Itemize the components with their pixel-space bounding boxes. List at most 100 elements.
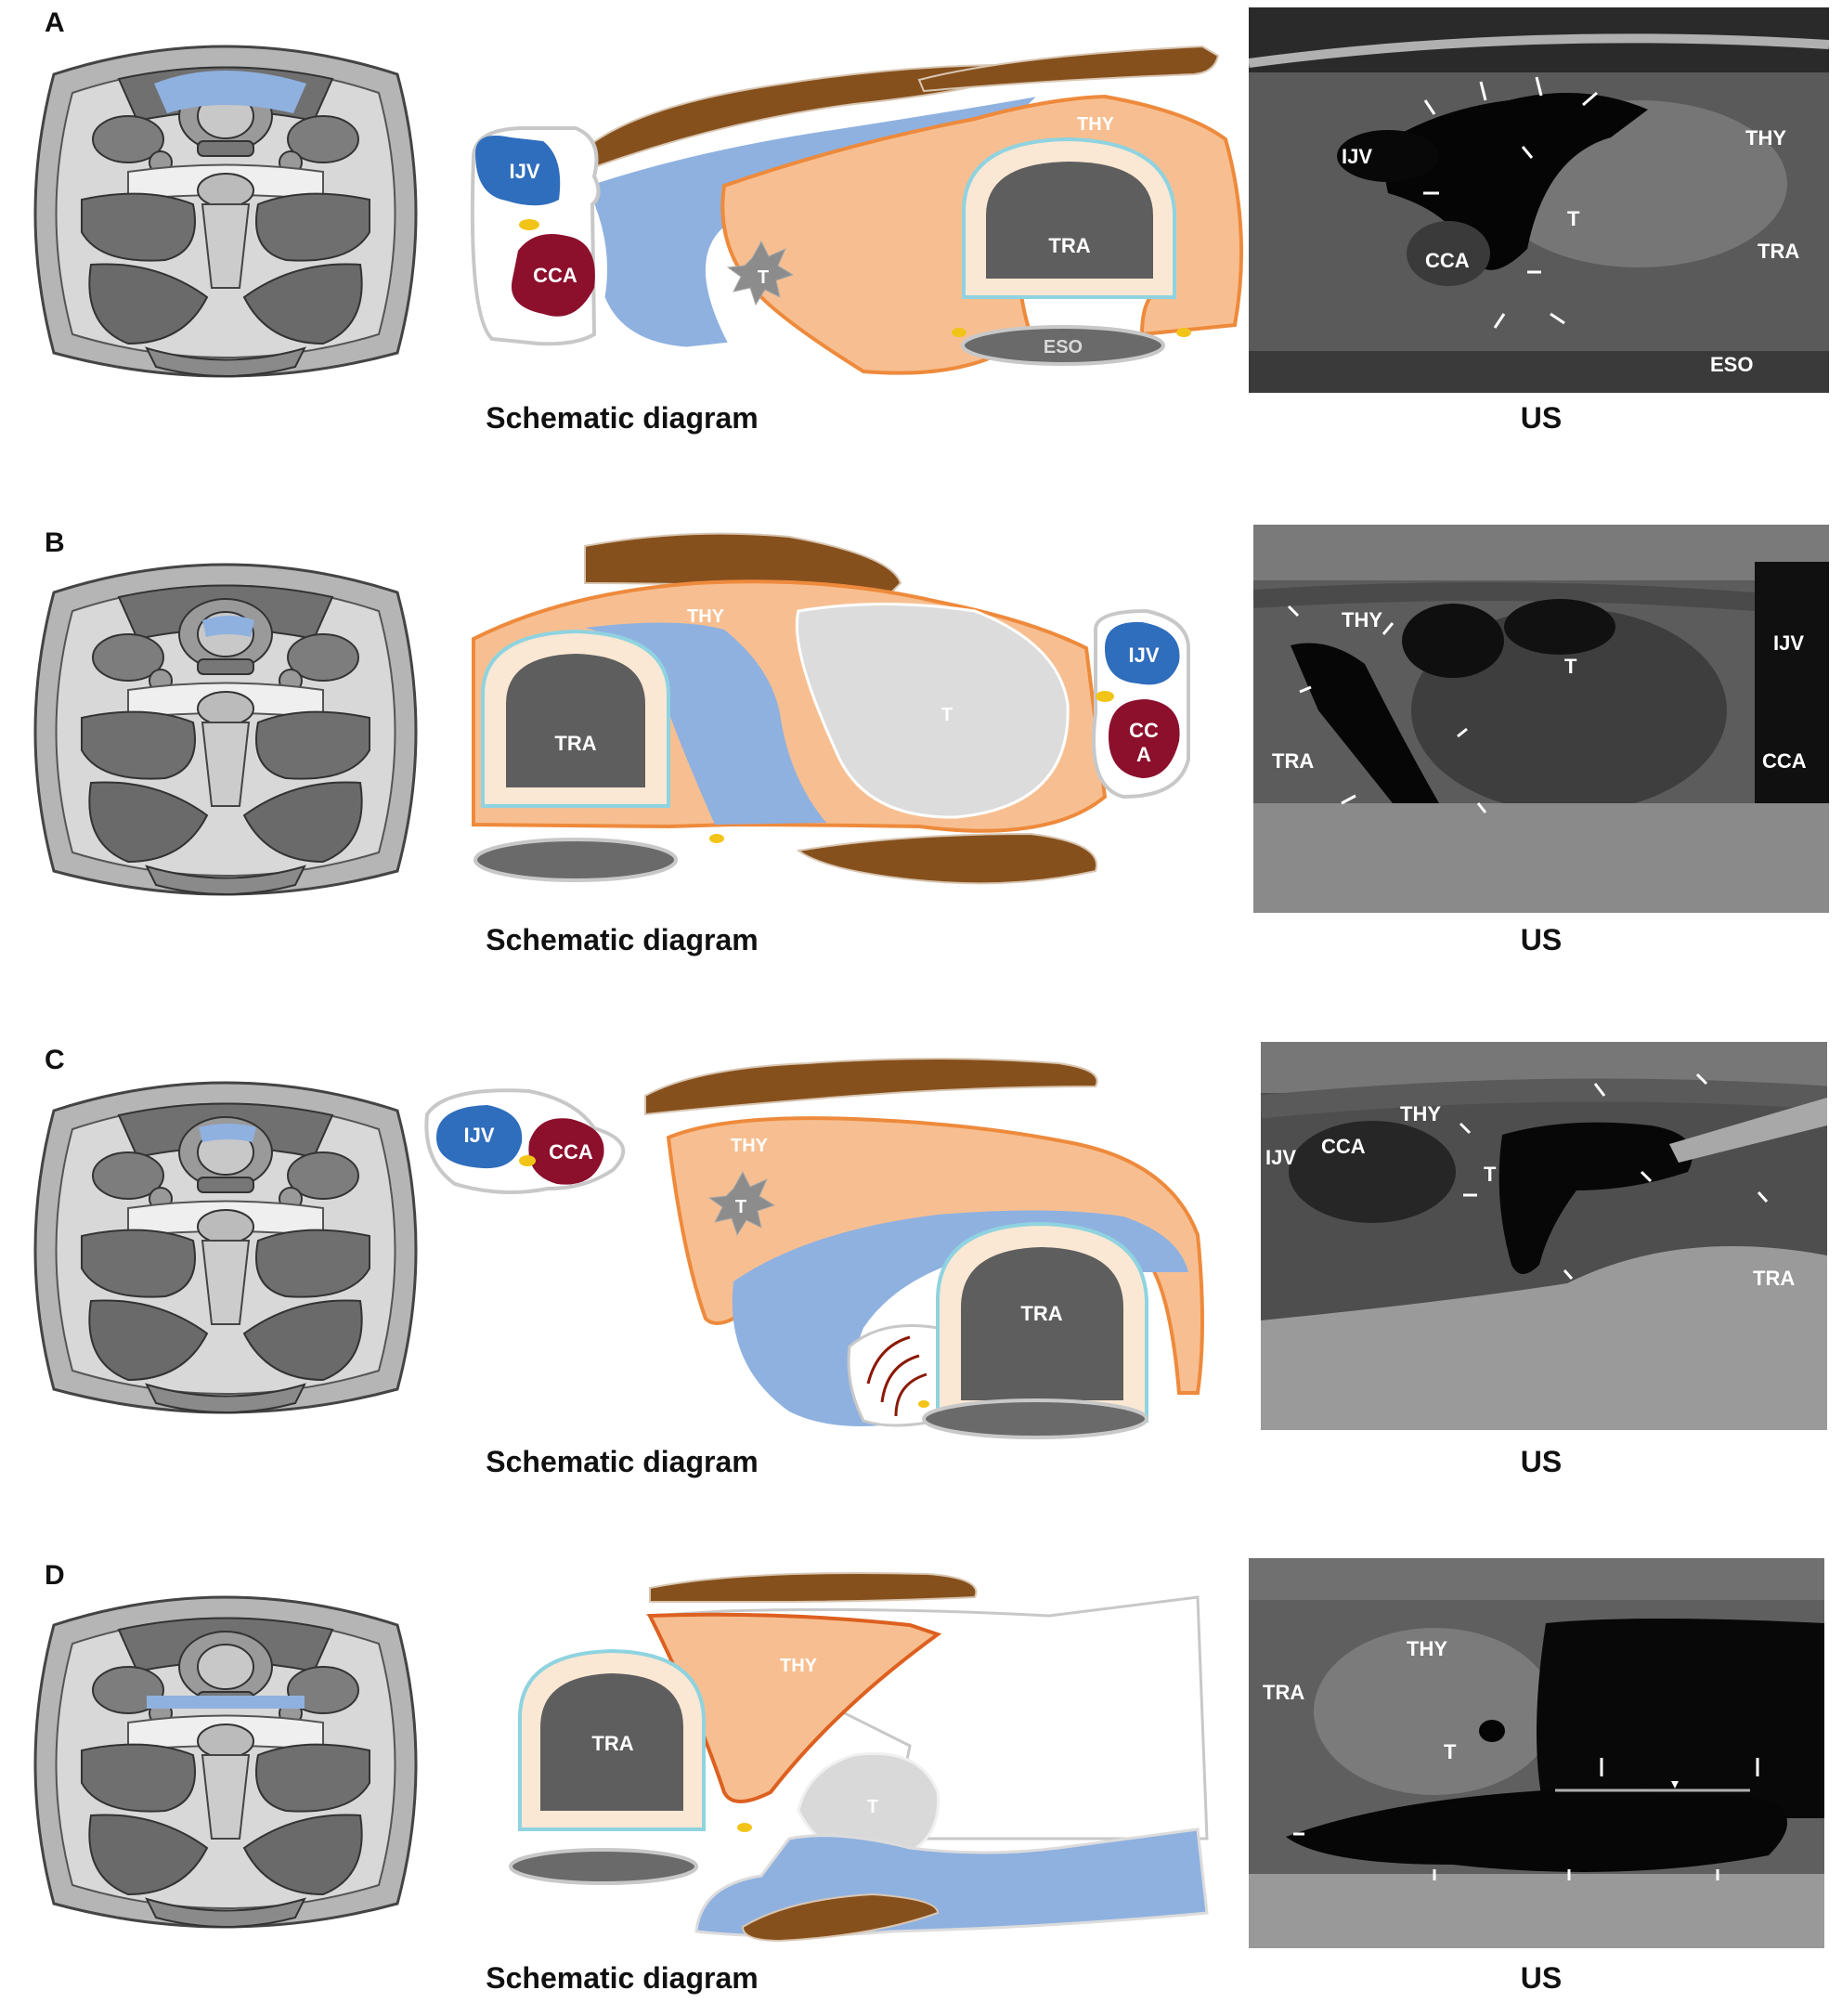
tumor-star-c: [707, 1170, 776, 1237]
muscle-fibers-c: [866, 1335, 927, 1417]
vagus-nerve-c: [519, 1155, 536, 1166]
thyroid-lobe-c: [666, 1116, 1204, 1395]
caption-us-d: US: [1520, 1961, 1563, 1995]
us-fluid-lower-d: [1286, 1790, 1787, 1872]
us-fluid-upper-d: [1537, 1619, 1824, 1818]
caption-us-a: US: [1520, 401, 1563, 435]
label-eso-a: ESO: [1044, 337, 1083, 358]
us-label-thy-b: THY: [1342, 608, 1382, 631]
nerve-dot-c: [918, 1400, 929, 1408]
highlight-region-b: [202, 616, 254, 637]
highlight-region-d: [147, 1696, 305, 1709]
esophagus-b: [473, 838, 678, 882]
muscle-bottom-d: [741, 1892, 940, 1943]
label-thy-c: THY: [731, 1136, 769, 1156]
panel-letter-a: A: [45, 7, 65, 38]
cca-shape-a: [511, 234, 595, 317]
label-cca-c: CCA: [549, 1140, 593, 1164]
nerve-dot-a1: [952, 328, 966, 337]
us-label-ijv-c: IJV: [1265, 1146, 1296, 1169]
label-ijv-b: IJV: [1128, 644, 1159, 667]
us-image-b: THY T IJV TRA CCA: [1253, 525, 1829, 913]
label-cca-b-line1: CC: [1129, 719, 1159, 742]
highlight-region-c: [199, 1124, 256, 1142]
label-thy-a: THY: [1077, 114, 1115, 135]
label-t-c: T: [735, 1197, 746, 1217]
muscle-top-d: [649, 1572, 978, 1603]
us-label-eso-a: ESO: [1710, 353, 1753, 376]
trachea-lumen-a: [986, 162, 1153, 279]
nerve-dot-b: [709, 834, 724, 843]
neck-cross-section-d: [33, 1595, 418, 1929]
label-cca-b-line2: A: [1136, 743, 1151, 766]
us-label-tra-d: TRA: [1263, 1681, 1304, 1704]
ijv-shape-c: [436, 1105, 523, 1169]
us-label-thy-a: THY: [1745, 126, 1786, 150]
us-label-tra-a: TRA: [1758, 240, 1799, 263]
schematic-d: THY TRA T: [509, 1572, 1209, 1943]
label-thy-b: THY: [687, 606, 725, 627]
label-tra-c: TRA: [1020, 1302, 1062, 1325]
us-label-cca-a: CCA: [1425, 249, 1470, 272]
us-label-tra-b: TRA: [1272, 749, 1314, 773]
us-label-t-d: T: [1444, 1740, 1457, 1763]
caption-us-c: US: [1520, 1445, 1563, 1478]
us-label-ijv-b: IJV: [1773, 631, 1804, 655]
schematic-b: THY T TRA IJV CC A: [472, 532, 1190, 885]
tumor-mass-b: [795, 603, 1070, 819]
label-tra-a: TRA: [1048, 234, 1090, 257]
muscle-bottom-b: [796, 832, 1098, 885]
label-thy-d: THY: [780, 1656, 818, 1676]
muscle-top-c: [644, 1058, 1098, 1116]
us-label-ijv-a: IJV: [1342, 145, 1372, 168]
label-t-a: T: [758, 267, 769, 288]
panel-letter-c: C: [45, 1045, 65, 1075]
esophagus-a: [961, 325, 1165, 366]
us-fluid-c: [1498, 1122, 1693, 1274]
us-label-thy-c: THY: [1400, 1102, 1441, 1125]
label-tra-d: TRA: [591, 1732, 633, 1755]
panel-letter-b: B: [45, 527, 65, 558]
trachea-lumen-c: [961, 1247, 1123, 1400]
us-label-thy-d: THY: [1407, 1637, 1447, 1660]
us-image-d: THY TRA T: [1249, 1558, 1824, 1948]
nerve-dot-d: [737, 1823, 752, 1832]
highlight-region-a: [154, 71, 306, 113]
trachea-lumen-b: [506, 654, 645, 787]
fluid-collection-c: [732, 1210, 1188, 1426]
fluid-collection-b: [585, 622, 826, 825]
panel-letter-d: D: [45, 1560, 65, 1591]
us-fluid-a: [1379, 93, 1648, 270]
caption-schematic-c: Schematic diagram: [486, 1445, 759, 1478]
caption-us-b: US: [1520, 923, 1563, 956]
us-image-a: IJV THY T CCA TRA ESO: [1249, 7, 1829, 393]
tumor-star-a: [726, 240, 795, 306]
vagus-nerve-b: [1096, 691, 1114, 702]
label-cca-a: CCA: [533, 264, 577, 287]
ijv-shape-b: [1105, 621, 1180, 685]
label-t-d: T: [867, 1797, 878, 1817]
esophageal-muscle-c: [847, 1324, 940, 1427]
muscle-top-a: [917, 45, 1220, 93]
neck-cross-section-b: [33, 563, 418, 896]
us-fluid-b: [1291, 643, 1439, 813]
us-label-cca-b: CCA: [1762, 749, 1807, 773]
us-image-c: THY IJV CCA T TRA: [1261, 1042, 1827, 1430]
us-label-cca-c: CCA: [1321, 1135, 1366, 1158]
us-label-t-c: T: [1484, 1163, 1497, 1186]
label-t-b: T: [941, 705, 953, 725]
esophagus-c: [922, 1398, 1148, 1439]
nerve-dot-a2: [1176, 328, 1191, 337]
label-tra-b: TRA: [554, 732, 596, 755]
neck-cross-section-a: [33, 45, 418, 378]
us-label-t-b: T: [1564, 655, 1577, 678]
cca-shape-b: [1109, 699, 1180, 778]
caption-schematic-b: Schematic diagram: [486, 923, 759, 956]
caption-schematic-a: Schematic diagram: [486, 401, 759, 435]
us-label-tra-c: TRA: [1753, 1267, 1795, 1290]
schematic-a: IJV CCA THY T TRA ESO: [470, 45, 1244, 375]
label-ijv-c: IJV: [463, 1124, 494, 1147]
ijv-shape-a: [475, 136, 561, 206]
label-ijv-a: IJV: [509, 160, 539, 183]
us-label-t-a: T: [1567, 207, 1580, 230]
